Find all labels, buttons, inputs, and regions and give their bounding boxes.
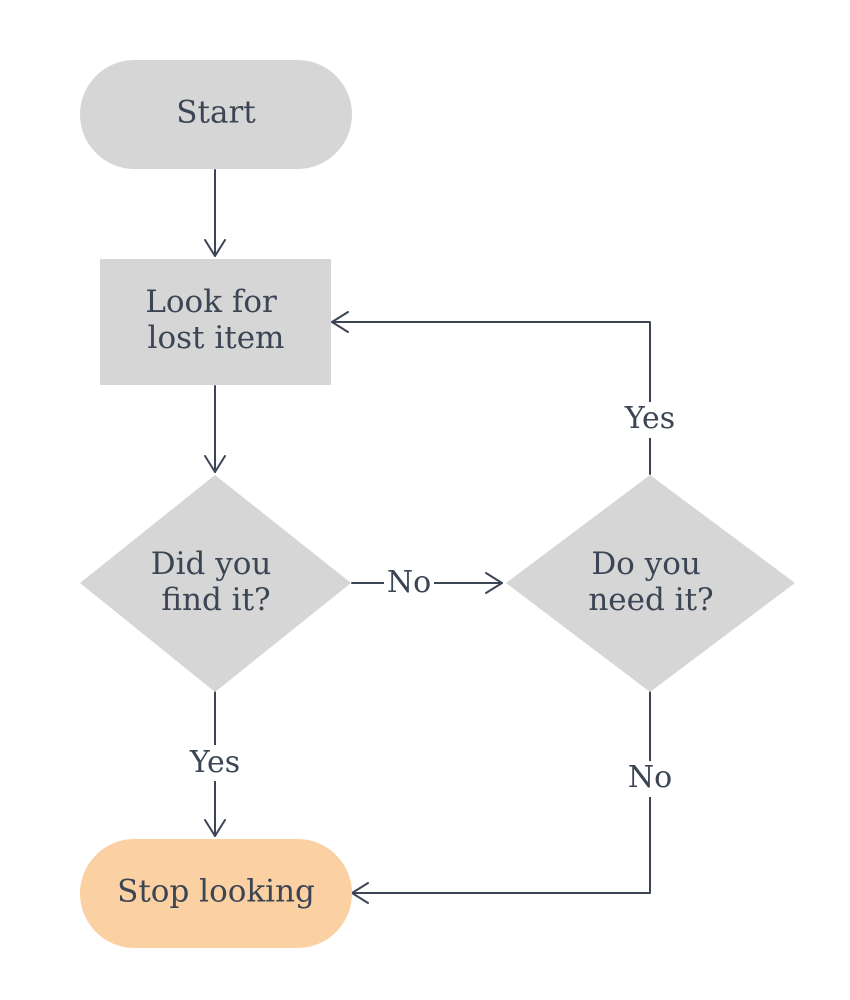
edge-label-need-to-look: Yes (624, 401, 675, 436)
edge-look-to-found (204, 385, 226, 473)
node-need-line-2: need it? (588, 582, 713, 618)
process-shape (100, 259, 331, 385)
node-did-you-find-it: Did you find it? (80, 475, 351, 692)
label-background (624, 761, 676, 797)
node-look-label: Look for lost item (145, 284, 286, 356)
arrowhead-left (351, 882, 369, 904)
node-found-line-1: Did you (151, 546, 272, 582)
edge-label-found-to-need: No (387, 565, 431, 600)
node-need-label: Do you need it? (588, 546, 713, 618)
node-need-line-1: Do you (591, 546, 701, 582)
label-background (384, 566, 434, 600)
node-look-line-2: lost item (148, 320, 285, 356)
edge-need-to-stop (351, 691, 651, 904)
node-look-for-lost-item: Look for lost item (100, 259, 331, 385)
node-stop-looking: Stop looking (80, 839, 352, 948)
node-do-you-need-it: Do you need it? (506, 475, 795, 692)
node-stop-label: Stop looking (117, 874, 315, 910)
node-start-label: Start (176, 95, 256, 131)
edge-labels: No Yes Yes No (185, 401, 680, 797)
terminator-shape-end (80, 839, 352, 948)
arrowhead-down (204, 239, 226, 257)
edge-line (331, 321, 651, 475)
decision-shape (506, 475, 795, 692)
arrowhead-right (485, 572, 503, 594)
node-start: Start (80, 60, 352, 169)
edge-label-need-to-stop: No (628, 760, 672, 795)
edge-label-found-to-stop: Yes (189, 745, 240, 780)
edge-need-to-look (331, 311, 651, 475)
decision-shape (80, 475, 351, 692)
node-found-line-2: find it? (161, 582, 270, 618)
nodes: Start Look for lost item Did you find it… (80, 60, 795, 948)
arrowhead-down (204, 819, 226, 837)
label-background (185, 745, 245, 781)
arrowhead-left (331, 311, 349, 333)
label-background (620, 402, 680, 438)
arrowhead-down (204, 455, 226, 473)
terminator-shape (80, 60, 352, 169)
node-look-line-1: Look for (145, 284, 277, 320)
edge-start-to-look (204, 169, 226, 257)
node-found-label: Did you find it? (151, 546, 281, 618)
edge-line (351, 691, 651, 894)
